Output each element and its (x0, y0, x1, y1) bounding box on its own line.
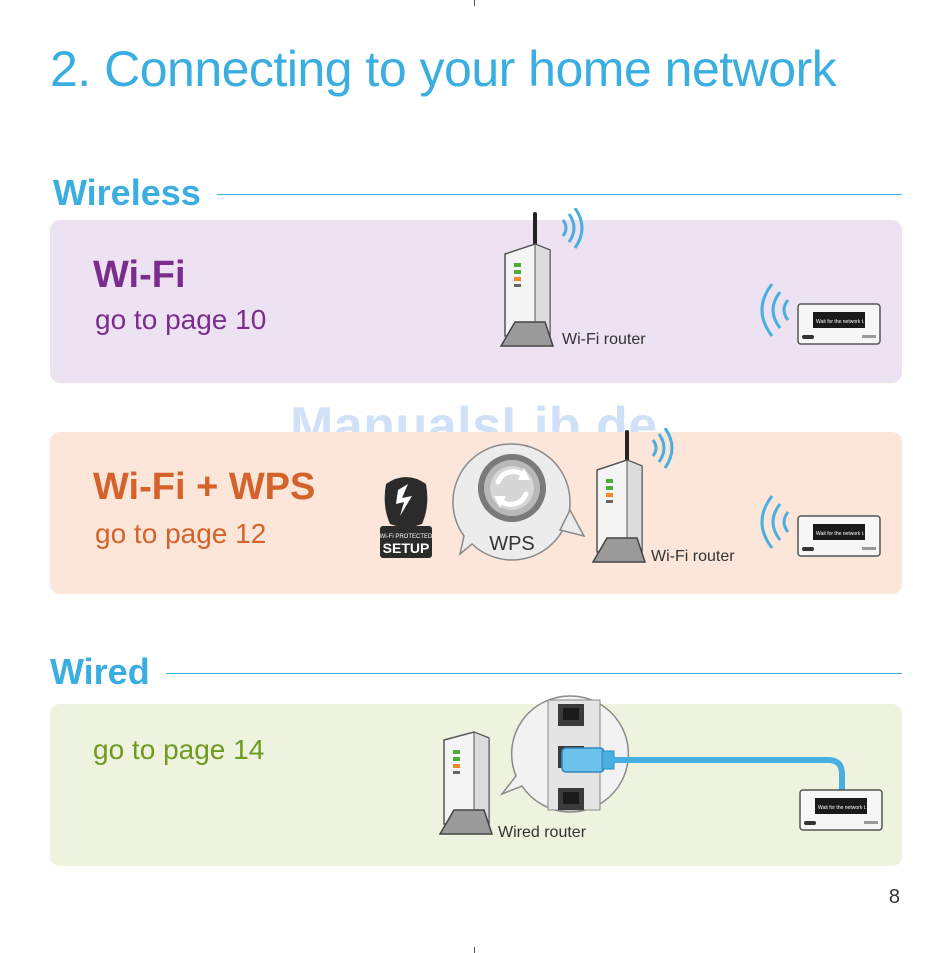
wps-button-bubble: WPS (448, 438, 588, 568)
wired-page-link[interactable]: page 14 (163, 734, 264, 765)
device-screen-text: Wait for the network t... (816, 531, 867, 537)
wired-heading: Wired (50, 651, 150, 693)
wifi-title: Wi-Fi (93, 254, 186, 297)
wps-logo-line2: SETUP (383, 540, 430, 556)
wifi-router-caption: Wi-Fi router (562, 331, 646, 349)
wired-router-icon (434, 728, 504, 840)
device-screen-text: Wait for the network t... (818, 805, 869, 811)
wired-device-icon: Wait for the network t... (796, 786, 886, 834)
wired-divider (166, 673, 902, 674)
wps-goto-text: go to page 12 (95, 518, 266, 550)
goto-prefix: go to (95, 518, 165, 549)
wps-router-caption: Wi-Fi router (651, 548, 735, 566)
crop-mark (474, 947, 475, 953)
wired-goto-text: go to page 14 (93, 734, 264, 766)
wifi-device-icon: Wait for the network t... (750, 278, 885, 348)
wps-device-icon: Wait for the network t... (750, 490, 885, 560)
wireless-divider (217, 194, 902, 195)
page-title: 2. Connecting to your home network (50, 40, 836, 98)
wps-title: Wi-Fi + WPS (93, 466, 315, 509)
page-number: 8 (889, 886, 900, 909)
wps-button-label: WPS (489, 533, 535, 555)
goto-prefix: go to (93, 734, 163, 765)
wireless-heading: Wireless (53, 172, 201, 214)
wired-router-caption: Wired router (498, 824, 586, 842)
wps-router-icon (587, 428, 697, 568)
wps-page-link[interactable]: page 12 (165, 518, 266, 549)
wps-logo-icon: Wi-Fi PROTECTED SETUP (376, 470, 436, 562)
goto-prefix: go to (95, 304, 165, 335)
device-screen-text: Wait for the network t... (816, 319, 867, 325)
crop-mark (474, 0, 475, 6)
wifi-goto-text: go to page 10 (95, 304, 266, 336)
wifi-page-link[interactable]: page 10 (165, 304, 266, 335)
